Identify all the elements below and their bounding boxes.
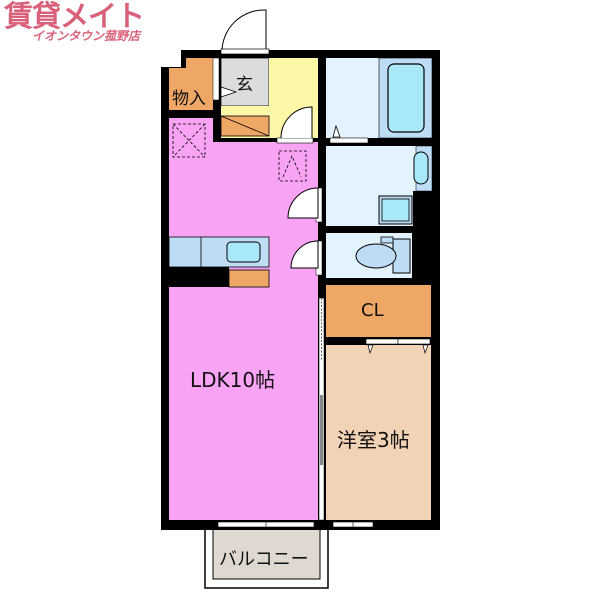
entrance-label: 玄: [236, 75, 253, 95]
western-room-floor: [326, 345, 431, 520]
closet-floor: [326, 285, 431, 337]
logo-subtitle: イオンタウン菰野店: [32, 29, 141, 43]
bathtub: [387, 63, 425, 133]
western-room-label: 洋室3帖: [337, 428, 410, 452]
ldk-label: LDK10帖: [190, 368, 276, 392]
storage-room: [169, 58, 213, 110]
ldk-floor: [169, 118, 318, 520]
closet-label: CL: [361, 300, 384, 321]
balcony-label: バルコニー: [219, 549, 309, 570]
storage-label: 物入: [172, 89, 206, 109]
balcony-area: [204, 524, 329, 589]
logo-title: 賃貸メイト: [4, 0, 145, 33]
